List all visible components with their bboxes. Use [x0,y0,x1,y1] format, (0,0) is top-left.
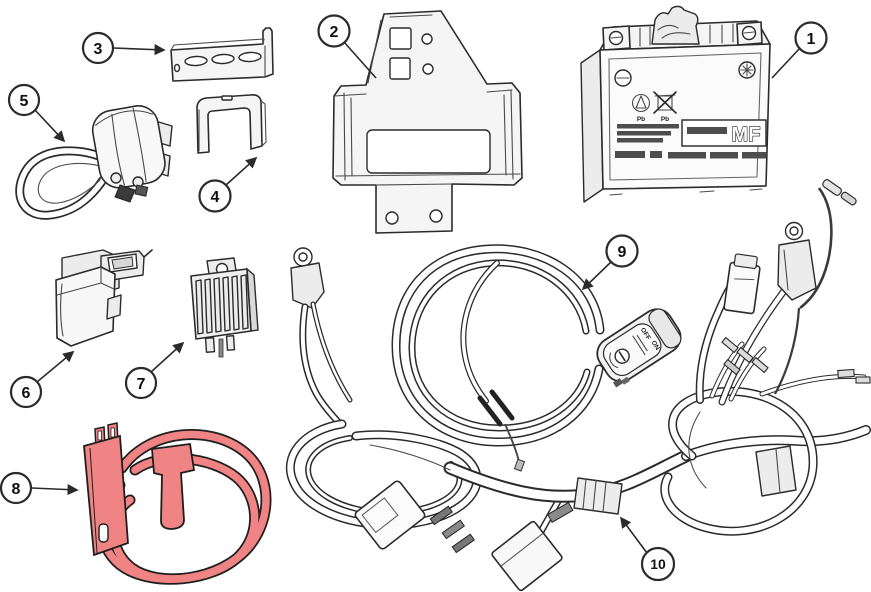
callout-1: 1 [771,21,828,79]
battery-mount-bracket [332,10,523,234]
callout-4: 4 [198,156,258,213]
bullet-terminal [721,336,739,354]
switch-terminal [612,378,623,388]
svg-text:7: 7 [137,376,146,393]
bullet-terminal [723,358,741,376]
callout-9: 9 [581,234,639,291]
terminal-block [429,505,454,526]
bracket-window [366,129,491,174]
bracket-slot [211,53,235,65]
harness-connector-upper [723,253,761,315]
regulator-fin [195,279,204,335]
crossed-bin-icon: Pb [653,91,677,123]
ignition-switch-cable: OFF ON [396,249,682,472]
regulator-leg [225,335,236,351]
battery-text-line [617,138,663,143]
callout-5: 5 [7,83,66,143]
ignition-switch: OFF ON [596,308,682,388]
relay-terminal [110,172,122,184]
svg-text:10: 10 [650,556,666,572]
bracket-square-hole [389,27,412,50]
terminal-boot [290,262,325,309]
flag-connector [755,445,797,497]
battery-vent-cap [651,5,700,45]
regulator-rectifier [190,257,259,358]
regulator-leg [204,337,216,353]
battery-text-line [617,131,671,136]
relay-bolt [134,184,149,197]
bracket-hole [422,63,434,75]
bracket-square-hole [389,57,411,80]
svg-text:6: 6 [22,385,31,402]
callout-7: 7 [124,341,185,400]
terminal-block [441,519,466,540]
ignition-coil [83,422,266,579]
callout-10: 10 [619,516,676,582]
regulator-fin [240,274,249,330]
callout-2: 2 [317,14,377,79]
battery-mf-panel: MF [681,119,767,147]
bracket-slot [238,51,262,63]
bracket-hole [173,63,181,73]
harness-tape-wrap [573,477,623,515]
stripped-wire-end [489,389,515,421]
bullet-terminal [837,368,855,379]
bullet-terminal [736,346,754,364]
callouts: 1 2 3 4 5 6 7 [0,14,828,582]
starter-relay [20,105,173,216]
stripped-wire-end [477,395,503,427]
spark-plug-cap [151,442,196,530]
bracket-hole [385,211,399,225]
switch-on-label: ON [650,340,661,352]
bracket-slot [184,55,208,67]
bullet-connector [822,179,857,206]
switch-terminal [621,376,630,385]
harness-connector-bottom [491,520,563,592]
regulator-fin [222,276,231,332]
relay-wire-inner [37,162,107,204]
regulator-fin [204,278,213,334]
callout-3: 3 [81,31,166,65]
l-bracket [170,27,274,82]
recycle-pb-icon: Pb [631,93,651,123]
svg-text:1: 1 [807,31,816,48]
svg-text:8: 8 [12,481,21,498]
svg-text:3: 3 [94,41,103,58]
battery: Pb Pb MF [580,5,771,203]
callout-6: 6 [9,350,75,409]
bracket-hole [421,33,433,45]
svg-text:4: 4 [211,189,220,206]
svg-text:9: 9 [618,244,627,261]
harness-connector-left [354,480,426,550]
u-bracket [196,94,267,154]
battery-text-line [617,124,679,129]
regulator-fin [231,275,240,331]
wiring-harness [290,179,871,592]
terminal-block [451,533,476,554]
pb-label: Pb [661,116,669,123]
callout-8: 8 [0,471,79,505]
terminal-block [546,501,574,524]
wire-tip [513,458,526,472]
svg-text:5: 5 [20,93,29,110]
relay-connector [114,184,136,203]
bullet-terminal [751,356,769,374]
thin-wire [799,187,833,310]
coil-mount-slot [98,523,109,543]
svg-text:2: 2 [330,24,339,41]
battery-mf-label: MF [732,124,761,146]
pb-label: Pb [637,116,645,123]
cdi-unit [55,249,153,347]
regulator-fin [213,277,222,333]
bullet-terminal [855,376,871,384]
bracket-hole [429,209,443,223]
regulator-pin [218,338,224,358]
terminal-boot [777,239,817,301]
bracket-notch [221,95,233,101]
